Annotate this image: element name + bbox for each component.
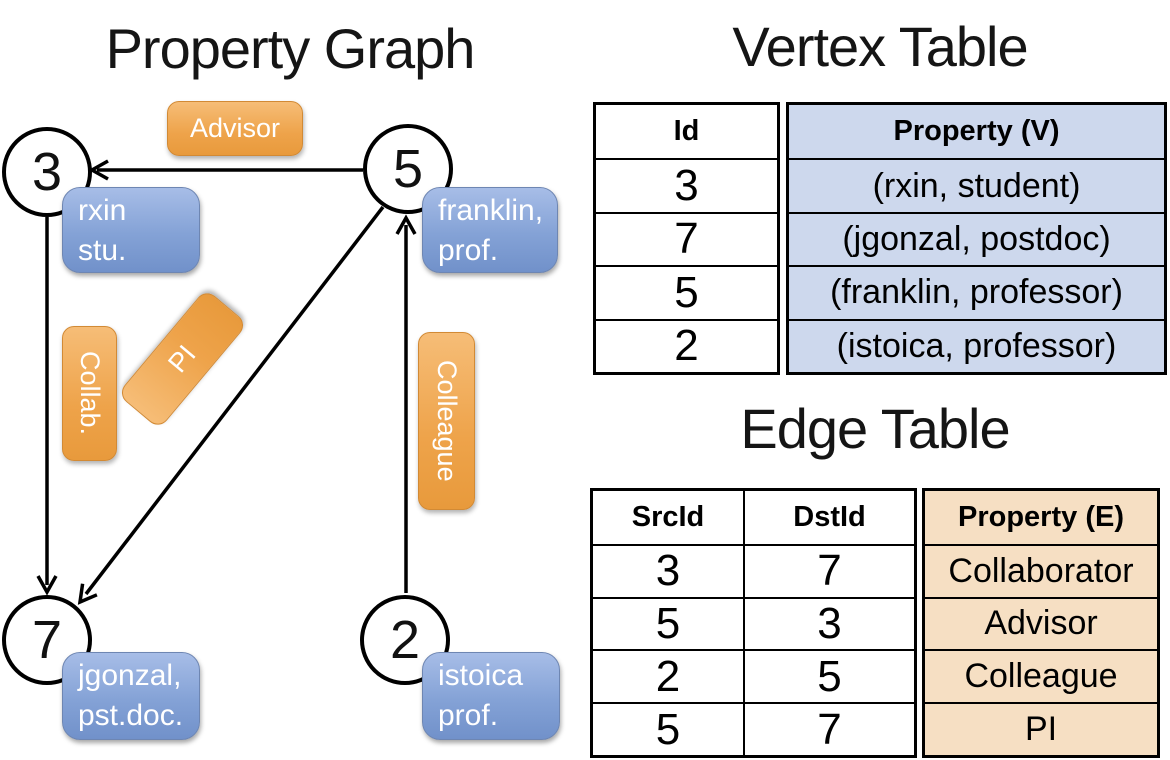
edge-table-dstid-header: DstId <box>743 491 914 544</box>
edge-table-property-header: Property (E) <box>925 491 1157 544</box>
vertex-table-id-cell: 3 <box>596 158 777 211</box>
vertex-table-property-cell: (franklin, professor) <box>789 265 1164 319</box>
vertex-id: 2 <box>389 610 421 670</box>
edge-table-srcid-cell: 5 <box>593 596 743 650</box>
vertex-table-property-header: Property (V) <box>789 105 1164 159</box>
edge-table-property-cell: Colleague <box>925 649 1157 703</box>
edge-table-property-cell: Collaborator <box>925 543 1157 597</box>
graph-edges-layer <box>36 159 417 605</box>
edge-table-srcid-cell: 5 <box>593 702 743 755</box>
vertex-label-istoica: istoica prof. <box>422 652 560 740</box>
vertex-id: 7 <box>31 610 63 670</box>
edge-table-property-cell: PI <box>925 702 1157 755</box>
vertex-table-property-cell: (jgonzal, postdoc) <box>789 211 1164 266</box>
edge-table-dstid-cell: 5 <box>743 649 914 703</box>
vertex-label-line: prof. <box>438 699 499 732</box>
vertex-table-id-header: Id <box>673 115 700 148</box>
edge-table-srcid-header: SrcId <box>631 500 705 533</box>
edge-arrow-2-to-5 <box>395 214 417 593</box>
vertex-label-line: franklin, <box>438 194 544 227</box>
vertex-table-id-cell: 2 <box>596 318 777 372</box>
vertex-label-rxin: rxin stu. <box>62 187 200 273</box>
edge-table-property-column: Property (E) Collaborator Advisor Collea… <box>922 488 1160 758</box>
edge-label-colleague: Colleague <box>418 332 475 510</box>
vertex-label-jgonzal: jgonzal, pst.doc. <box>62 652 200 740</box>
edge-arrow-5-to-7 <box>77 205 385 605</box>
vertex-id: 5 <box>392 139 424 199</box>
edge-table-ids-columns: SrcId DstId 3 7 5 3 2 5 5 7 <box>590 488 917 758</box>
edge-table-srcid-cell: 3 <box>593 543 743 597</box>
vertex-label-line: prof. <box>438 234 499 267</box>
edge-table: SrcId DstId 3 7 5 3 2 5 5 7 Property (E)… <box>590 488 1160 758</box>
vertex-label-line: jgonzal, <box>78 659 182 692</box>
property-graph-title: Property Graph <box>105 17 476 80</box>
vertex-table-id-cell: 5 <box>596 265 777 318</box>
edge-table-dstid-cell: 7 <box>743 543 914 597</box>
edge-table-property-cell: Advisor <box>925 596 1157 650</box>
vertex-label-franklin: franklin, prof. <box>422 187 558 273</box>
vertex-id: 3 <box>31 142 63 202</box>
vertex-table-id-cell: 7 <box>596 211 777 265</box>
edge-arrow-3-to-7 <box>36 217 58 596</box>
vertex-table-property-cell: (istoica, professor) <box>789 318 1164 372</box>
vertex-table: Id 3 7 5 2 Property (V) (rxin, student) … <box>593 102 1167 375</box>
vertex-label-line: stu. <box>78 234 127 267</box>
vertex-table-id-column: Id 3 7 5 2 <box>593 102 780 375</box>
edge-table-srcid-cell: 2 <box>593 649 743 702</box>
vertex-table-property-column: Property (V) (rxin, student) (jgonzal, p… <box>786 102 1167 375</box>
edge-arrow-5-to-3 <box>88 159 363 181</box>
edge-table-title: Edge Table <box>740 397 1010 460</box>
edge-table-dstid-cell: 3 <box>743 596 914 650</box>
vertex-label-line: rxin <box>78 194 127 227</box>
vertex-circle-2: 2 <box>360 595 450 685</box>
vertex-label-line: istoica <box>438 659 524 692</box>
vertex-table-title: Vertex Table <box>732 15 1028 78</box>
vertex-table-property-cell: (rxin, student) <box>789 158 1164 212</box>
edge-label-advisor: Advisor <box>167 101 303 156</box>
vertex-label-line: pst.doc. <box>78 699 184 732</box>
edge-table-dstid-cell: 7 <box>743 702 914 755</box>
edge-label-collab: Collab. <box>62 326 117 461</box>
